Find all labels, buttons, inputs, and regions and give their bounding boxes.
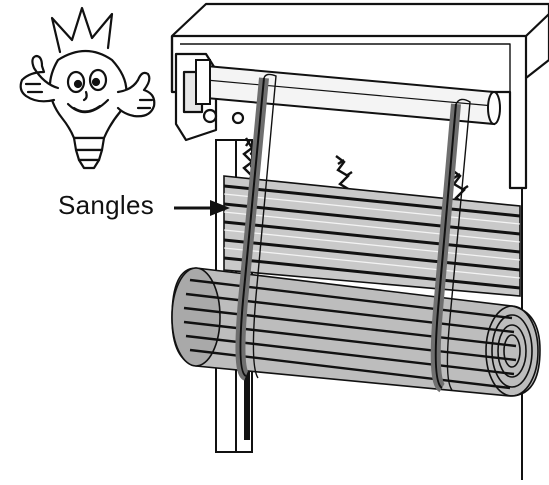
straps bbox=[235, 73, 471, 393]
lightbulb-mascot-icon bbox=[19, 6, 156, 170]
arrow-right-icon bbox=[174, 200, 230, 216]
sangles-label: Sangles bbox=[58, 190, 155, 220]
roller-tube bbox=[195, 59, 501, 126]
rolled-slats bbox=[171, 267, 541, 397]
